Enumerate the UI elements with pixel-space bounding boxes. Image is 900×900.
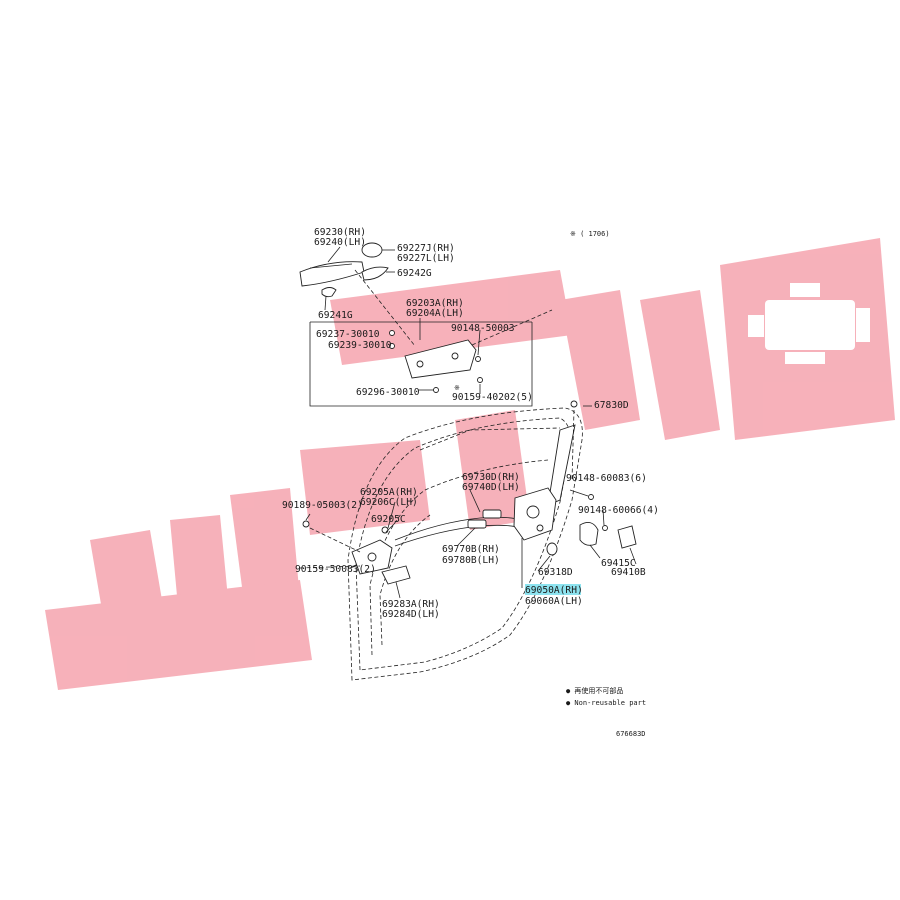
label-90159-40202: 90159-40202(5) xyxy=(452,392,533,403)
handle-pad xyxy=(321,287,337,298)
watermark xyxy=(45,238,895,690)
label-69318D: 69318D xyxy=(538,567,573,578)
label-69240: 69240(LH) xyxy=(314,237,366,248)
screw-90148-50003 xyxy=(475,356,481,362)
label-69227L: 69227L(LH) xyxy=(397,253,455,264)
label-69241G: 69241G xyxy=(318,310,353,321)
label-90148-60066: 90148-60066(4) xyxy=(578,505,659,516)
clip-69205C xyxy=(381,526,389,534)
label-90159-40202-mark: ※ xyxy=(454,384,460,392)
watermark-glyph-7 xyxy=(45,580,312,690)
label-69410B: 69410B xyxy=(611,567,646,578)
label-69205C: 69205C xyxy=(371,514,406,525)
striker-69410B xyxy=(617,525,637,549)
screw-90189 xyxy=(302,520,310,528)
watermark-glyph-1 xyxy=(560,290,640,430)
diagram-code: 676683D xyxy=(616,730,646,738)
label-69239: 69239-30010 xyxy=(328,340,392,351)
bezel-69283A xyxy=(381,565,411,585)
striker-cover-69415C xyxy=(579,521,599,546)
watermark-glyph-3 xyxy=(455,410,530,530)
highlight-69050A xyxy=(525,584,581,595)
label-90159-50083: 90159-50083(2) xyxy=(295,564,376,575)
label-69770B: 69770B(RH) xyxy=(442,544,500,555)
label-90148-50003: 90148-50003 xyxy=(451,323,515,334)
watermark-glyph-9 xyxy=(330,270,572,365)
leaders-top xyxy=(324,246,553,394)
label-69230: 69230(RH) xyxy=(314,227,366,238)
label-69740D: 69740D(LH) xyxy=(462,482,520,493)
label-69237: 69237-30010 xyxy=(316,329,380,340)
watermark-glyph-2 xyxy=(640,290,720,440)
screw-69237 xyxy=(389,330,395,336)
label-69050A: 69050A(RH) xyxy=(525,585,583,596)
watermark-glyph-8 xyxy=(90,530,162,610)
label-69730D: 69730D(RH) xyxy=(462,472,520,483)
label-90189: 90189-05003(2) xyxy=(282,500,363,511)
rear-channel xyxy=(547,424,576,506)
watermark-glyph-5 xyxy=(230,488,300,610)
label-90148-60083: 90148-60083(6) xyxy=(566,473,647,484)
label-69205A: 69205A(RH) xyxy=(360,487,418,498)
label-69206C: 69206C(LH) xyxy=(360,497,418,508)
lock-cables xyxy=(394,509,521,547)
screw-69239 xyxy=(389,343,395,349)
leaders-lower xyxy=(299,405,637,599)
legend-jp: ● 再使用不可部品 xyxy=(566,686,623,695)
handle-frame xyxy=(404,339,477,379)
engine-icon xyxy=(748,283,870,364)
label-69242G: 69242G xyxy=(397,268,432,279)
label-69296: 69296-30010 xyxy=(356,387,420,398)
screw-90148-60066 xyxy=(602,525,608,531)
label-69283A: 69283A(RH) xyxy=(382,599,440,610)
screw-90159-40202 xyxy=(477,377,483,383)
top-note: ※ ( 1706) xyxy=(570,230,610,238)
door-lock-assembly xyxy=(513,487,557,541)
inside-handle xyxy=(351,539,393,575)
screw-69296 xyxy=(433,387,439,393)
outside-handle xyxy=(299,261,365,287)
label-69203A: 69203A(RH) xyxy=(406,298,464,309)
outside-handle-box xyxy=(309,321,533,407)
label-69415C: 69415C xyxy=(601,558,636,569)
label-69227J: 69227J(RH) xyxy=(397,243,455,254)
part-labels: 69230(RH) 69240(LH) 69227J(RH) 69227L(LH… xyxy=(282,227,659,620)
screw-90148-60083 xyxy=(588,494,594,500)
legend-en: ● Non-reusable part xyxy=(566,699,646,707)
label-69060A: 69060A(LH) xyxy=(525,596,583,607)
grommet-69318D xyxy=(546,542,558,556)
legend: ● 再使用不可部品 ● Non-reusable part xyxy=(566,686,646,707)
screw-67830D xyxy=(570,400,578,408)
label-69204A: 69204A(LH) xyxy=(406,308,464,319)
label-69284D: 69284D(LH) xyxy=(382,609,440,620)
handle-gasket xyxy=(361,266,389,281)
label-69780B: 69780B(LH) xyxy=(442,555,500,566)
label-67830D: 67830D xyxy=(594,400,629,411)
